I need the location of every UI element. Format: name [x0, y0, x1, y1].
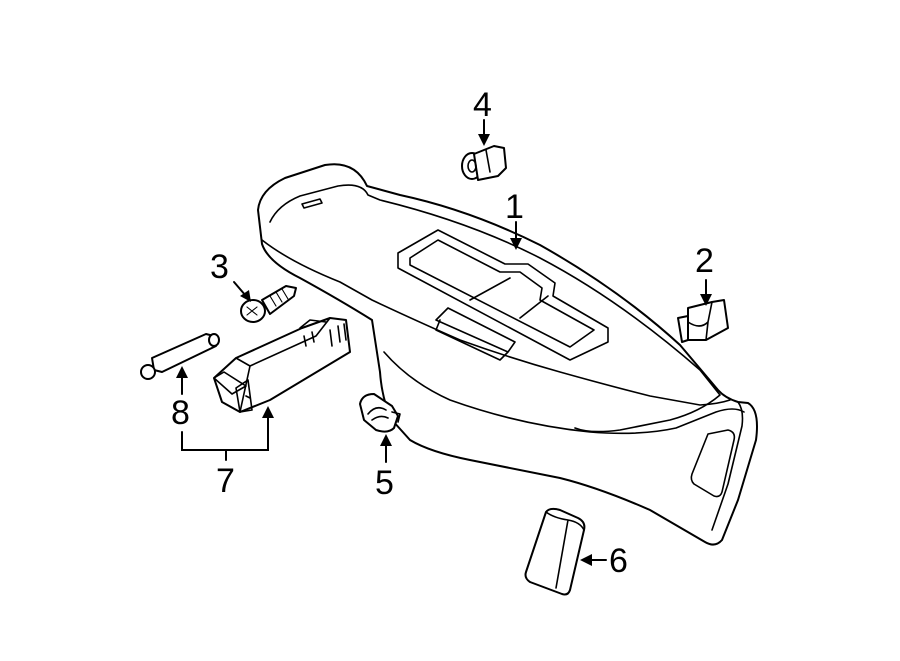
callout-1: 1	[505, 188, 524, 226]
callout-5: 5	[375, 464, 394, 502]
trim-panel-inner-edge	[261, 239, 731, 406]
part-3-screw	[240, 285, 297, 323]
lamp-lens	[213, 371, 247, 395]
part-6-pad	[524, 507, 586, 596]
grommet-tab	[391, 411, 401, 423]
grommet-body	[359, 393, 399, 433]
arrowhead-3	[240, 290, 251, 302]
lamp-connector	[235, 379, 253, 413]
lamp-housing	[213, 317, 351, 413]
arrowhead-1	[510, 238, 522, 250]
part-8-bulb	[140, 333, 220, 380]
part-7-lamp-assembly	[213, 317, 351, 413]
part-2-clip	[677, 299, 729, 343]
screw-cross	[246, 306, 258, 316]
push-nut-hole	[467, 159, 477, 173]
part-5-grommet	[359, 393, 401, 433]
trim-panel-rim	[269, 184, 721, 433]
trim-panel-right-edge	[711, 401, 744, 531]
callout-2: 2	[695, 242, 714, 280]
pad-body	[524, 507, 586, 596]
arrowhead-2	[700, 294, 712, 306]
callout-6: 6	[609, 542, 628, 580]
pad-edge	[545, 511, 585, 589]
arrowhead-6	[580, 554, 592, 566]
callout-4: 4	[473, 86, 492, 124]
arrowhead-5	[380, 434, 392, 446]
arrowhead-4	[478, 134, 490, 146]
leader-lines	[176, 119, 712, 566]
part-1-trim-panel	[257, 163, 758, 546]
trim-panel-slot	[301, 198, 323, 209]
trim-panel-shelf-line	[383, 351, 745, 435]
clip-tab	[677, 315, 689, 343]
handle-recess-inner	[409, 239, 595, 348]
callout-labels: 1 2 3 4 5 6 7 8	[171, 86, 714, 580]
lamp-housing-top	[235, 317, 331, 413]
bulb-body	[151, 333, 217, 373]
trim-panel-body	[257, 163, 758, 546]
handle-recess-outer	[397, 229, 609, 361]
screw-head	[240, 299, 266, 323]
push-nut-slit	[485, 149, 491, 173]
grommet-inner	[367, 406, 389, 421]
push-nut-body	[473, 145, 507, 181]
leader-7-bracket	[181, 415, 269, 461]
arrowhead-7	[262, 406, 274, 418]
callout-7: 7	[216, 462, 235, 500]
trim-panel-window	[690, 429, 736, 498]
screw-threads	[269, 288, 289, 307]
lamp-ribs	[299, 319, 347, 347]
clip-detail	[687, 301, 713, 341]
trim-panel-pocket	[435, 307, 516, 361]
bulb-tip	[208, 333, 220, 347]
part-4-push-nut	[461, 145, 507, 181]
callout-3: 3	[210, 248, 229, 286]
bulb-end-cap	[140, 364, 156, 380]
callout-8: 8	[171, 394, 190, 432]
arrowhead-8	[176, 366, 188, 378]
handle-recess-step	[469, 277, 549, 319]
screw-shank	[261, 285, 297, 315]
